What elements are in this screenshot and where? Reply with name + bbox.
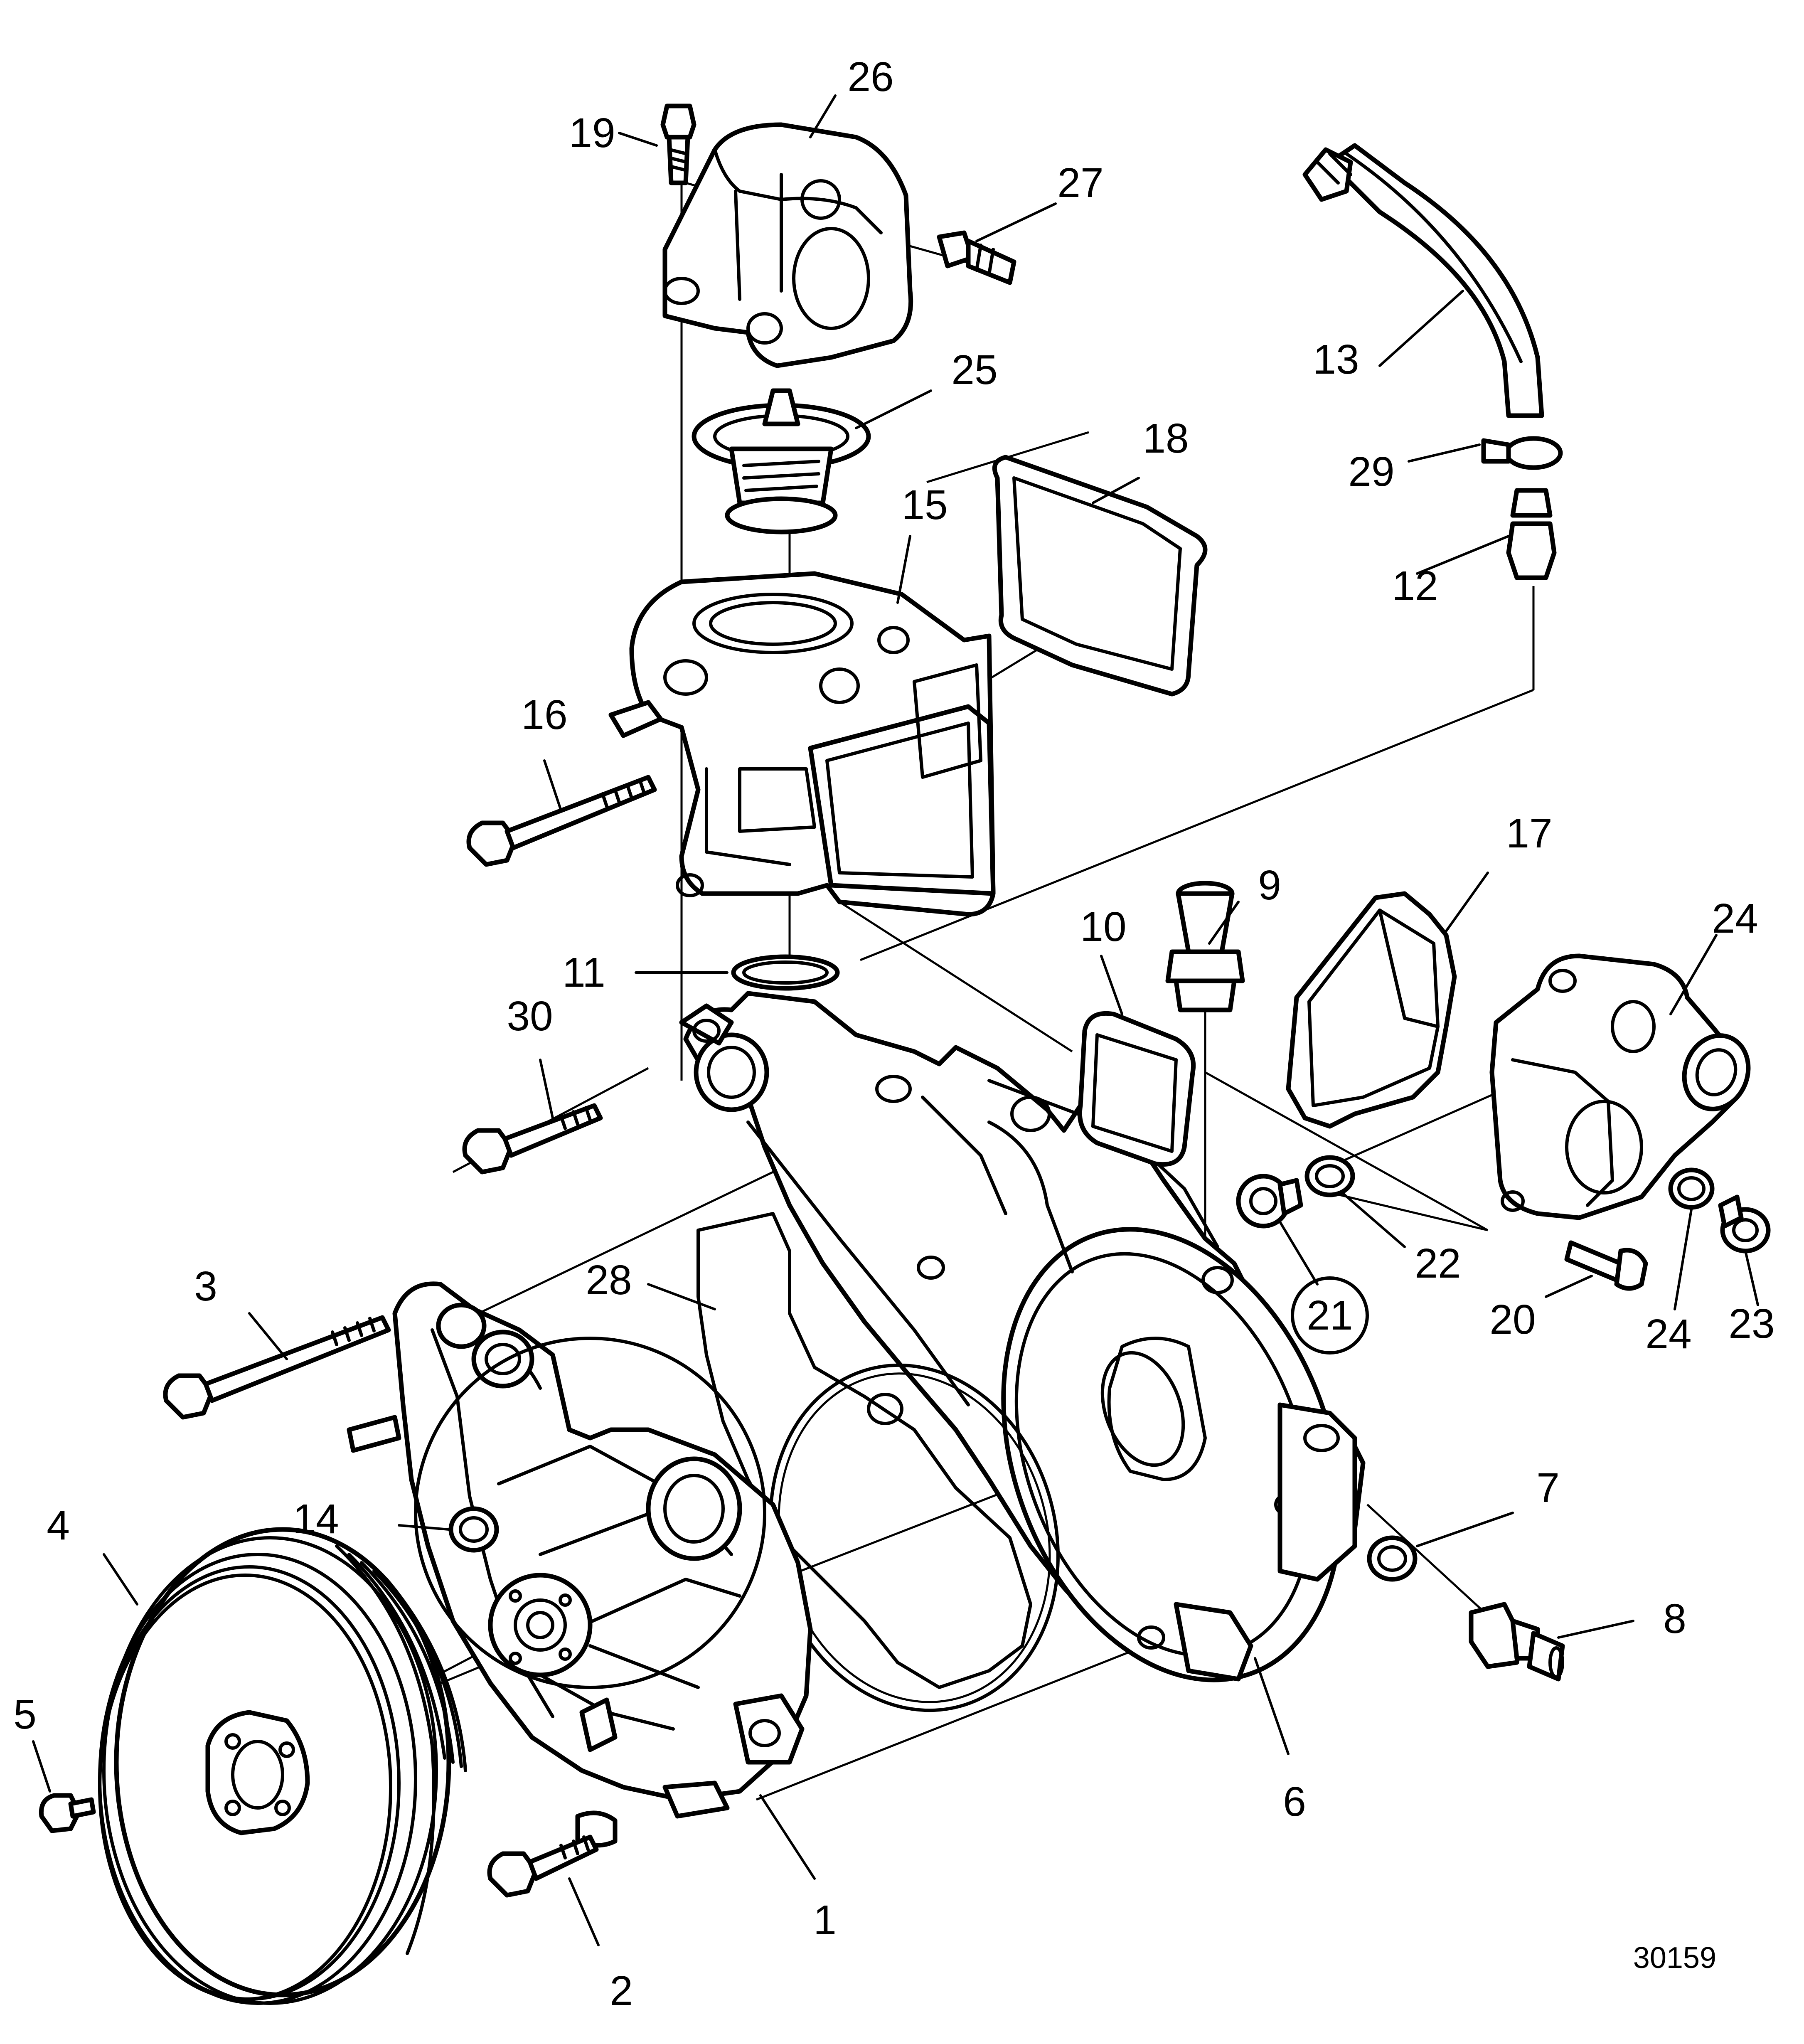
adapter-bolt <box>462 1103 603 1175</box>
drain-plug <box>1236 1174 1303 1229</box>
callout-21: 21 <box>1307 1292 1353 1339</box>
callout-5: 5 <box>13 1691 37 1738</box>
pulley-bolt <box>39 1793 96 1833</box>
flange-gasket <box>992 455 1208 697</box>
callout-17: 17 <box>1506 810 1552 857</box>
callout-2: 2 <box>610 1968 633 2014</box>
callout-21-circle <box>1291 1276 1369 1354</box>
callout-10: 10 <box>1080 904 1126 950</box>
callout-9: 9 <box>1258 862 1281 909</box>
thermostat-housing-body <box>679 991 1366 1682</box>
thermostat <box>692 388 871 534</box>
hose-clamp <box>1481 436 1563 470</box>
hose-nipple <box>1165 881 1245 1012</box>
callout-14: 14 <box>293 1496 339 1542</box>
flange-bolt <box>1564 1240 1648 1291</box>
callout-19: 19 <box>569 110 615 156</box>
callout-27: 27 <box>1057 160 1103 206</box>
callout-18: 18 <box>1142 415 1189 462</box>
callout-16: 16 <box>521 692 567 738</box>
square-gasket <box>1077 1011 1196 1167</box>
cover-bolt <box>660 103 696 185</box>
long-bolt <box>163 1315 391 1420</box>
callout-26: 26 <box>847 54 893 100</box>
temperature-sensor <box>1469 1602 1565 1682</box>
callout-1: 1 <box>813 1897 837 1943</box>
thermostat-cover <box>662 122 913 368</box>
pipe-fitting <box>1506 488 1557 580</box>
callout-15: 15 <box>901 482 948 528</box>
callout-23: 23 <box>1728 1300 1774 1347</box>
callout-7: 7 <box>1536 1465 1560 1511</box>
sealing-washer <box>1304 1155 1355 1197</box>
thermostat-housing <box>608 571 996 917</box>
sensor-o-ring <box>1367 1535 1418 1582</box>
leader-lines <box>32 94 1759 1946</box>
callout-3: 3 <box>194 1263 217 1310</box>
outlet-o-ring <box>1668 1167 1715 1210</box>
bleed-nipple <box>937 230 1016 285</box>
callout-22: 22 <box>1415 1240 1461 1287</box>
callout-24-upper: 24 <box>1712 895 1758 942</box>
callout-6: 6 <box>1283 1778 1306 1825</box>
figure-number: 30159 <box>1633 1941 1716 1975</box>
callout-29: 29 <box>1348 448 1394 495</box>
o-ring <box>731 954 840 991</box>
callout-11: 11 <box>562 949 605 996</box>
callout-8: 8 <box>1663 1596 1686 1642</box>
outlet-flange <box>1489 953 1751 1220</box>
plug-screw <box>1718 1194 1771 1253</box>
callout-12: 12 <box>1392 563 1438 609</box>
pump-bolt <box>487 1835 599 1898</box>
callout-28: 28 <box>586 1257 632 1303</box>
callout-25: 25 <box>951 347 997 393</box>
plug <box>448 1506 499 1553</box>
callout-labels: 1 2 3 4 5 6 7 8 9 10 11 12 13 14 15 16 1… <box>13 54 1774 2014</box>
pulley <box>98 1527 467 2005</box>
housing-bolt <box>466 775 657 867</box>
callout-13: 13 <box>1313 336 1359 383</box>
callout-30: 30 <box>507 993 553 1039</box>
coolant-hose <box>1302 143 1544 418</box>
cover-gasket <box>1286 891 1457 1129</box>
callout-20: 20 <box>1489 1296 1536 1343</box>
callout-4: 4 <box>47 1502 70 1549</box>
water-pump-housing <box>347 1281 813 1848</box>
callout-24-lower: 24 <box>1645 1311 1691 1357</box>
assembly-axis-lines <box>215 175 1638 1801</box>
